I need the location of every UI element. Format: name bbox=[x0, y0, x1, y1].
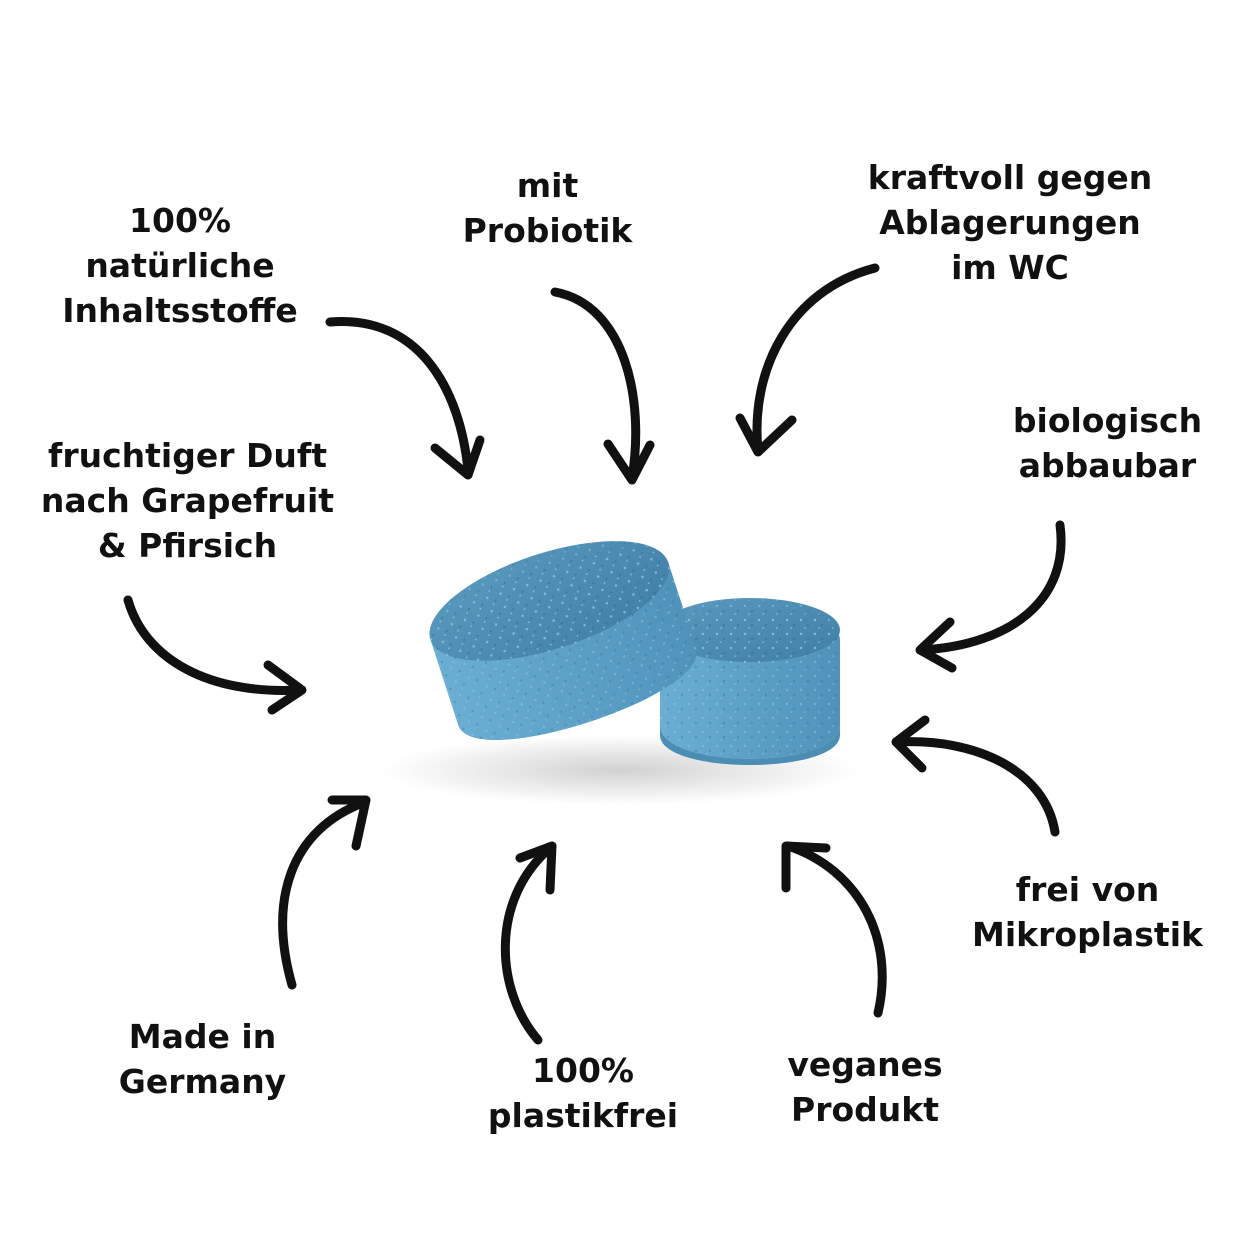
arrow-vegan bbox=[781, 841, 887, 1018]
feature-line: Germany bbox=[118, 1062, 287, 1101]
feature-made-in-germany: Made in Germany bbox=[100, 1014, 305, 1104]
feature-natural-ingredients: 100% natürliche Inhaltsstoffe bbox=[60, 198, 300, 333]
feature-line: kraftvoll gegen bbox=[867, 158, 1153, 197]
feature-probiotic: mit Probiotik bbox=[445, 163, 650, 253]
arrow-made-in bbox=[278, 795, 371, 990]
feature-line: abbaubar bbox=[1018, 446, 1197, 485]
feature-line: Mikroplastik bbox=[972, 915, 1203, 954]
feature-line: Produkt bbox=[791, 1090, 939, 1129]
feature-line: veganes bbox=[787, 1045, 943, 1084]
tablet-front bbox=[429, 541, 697, 741]
feature-line: Made in bbox=[128, 1017, 277, 1056]
arrow-plastic-free bbox=[500, 841, 557, 1045]
arrow-probiotic bbox=[550, 287, 655, 485]
feature-line: fruchtiger Duft bbox=[47, 436, 328, 475]
feature-line: mit bbox=[516, 166, 579, 205]
feature-line: 100% bbox=[532, 1051, 634, 1090]
feature-line: nach Grapefruit bbox=[40, 481, 335, 520]
tablet-back bbox=[660, 598, 840, 765]
feature-line: 100% bbox=[129, 201, 231, 240]
feature-vegan: veganes Produkt bbox=[775, 1042, 955, 1132]
feature-line: frei von bbox=[1015, 870, 1160, 909]
feature-plastic-free: 100% plastikfrei bbox=[478, 1048, 688, 1138]
arrow-natural bbox=[325, 317, 485, 480]
arrow-powerful bbox=[735, 263, 880, 457]
feature-line: Inhaltsstoffe bbox=[62, 291, 298, 330]
arrow-biodegradable bbox=[915, 520, 1066, 673]
feature-line: im WC bbox=[951, 248, 1069, 287]
feature-line: & Pfirsich bbox=[97, 526, 278, 565]
feature-line: natürliche bbox=[85, 246, 275, 285]
feature-line: Probiotik bbox=[462, 211, 633, 250]
feature-powerful-deposits: kraftvoll gegen Ablagerungen im WC bbox=[860, 155, 1160, 290]
feature-line: Ablagerungen bbox=[879, 203, 1141, 242]
arrow-scent bbox=[123, 595, 307, 715]
tablets-image bbox=[380, 541, 860, 805]
feature-fruity-scent: fruchtiger Duft nach Grapefruit & Pfirsi… bbox=[35, 433, 340, 568]
feature-microplastic-free: frei von Mikroplastik bbox=[965, 867, 1210, 957]
arrow-microplastic bbox=[891, 715, 1060, 837]
feature-line: biologisch bbox=[1012, 401, 1203, 440]
feature-line: plastikfrei bbox=[487, 1096, 679, 1135]
feature-biodegradable: biologisch abbaubar bbox=[1000, 398, 1215, 488]
